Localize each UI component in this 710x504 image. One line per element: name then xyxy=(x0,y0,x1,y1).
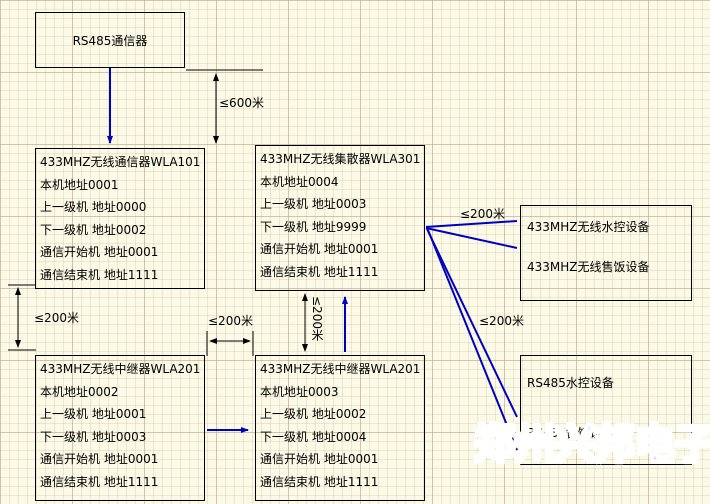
node-line: 本机地址0002 xyxy=(40,384,119,399)
node-line: 上一级机 地址0003 xyxy=(260,197,367,211)
node-line: 通信开始机 地址0001 xyxy=(260,242,379,256)
node-line: 下一级机 地址9999 xyxy=(260,219,367,234)
node-line: 通信结束机 地址1111 xyxy=(40,267,159,282)
node-line: 本机地址0001 xyxy=(40,177,119,192)
node-rs485-devices: RS485水控设备 RS485售饭设备 xyxy=(520,355,692,465)
distance-label-left-200m: ≤200米 xyxy=(34,311,79,325)
node-line: 通信结束机 地址1111 xyxy=(40,474,159,489)
node-line: 通信开始机 地址0001 xyxy=(40,245,159,259)
node-rs485-communicator: RS485通信器 xyxy=(35,12,185,68)
node-line: 下一级机 地址0003 xyxy=(40,429,147,444)
node-wla101: 433MHZ无线通信器WLA101 本机地址0001 上一级机 地址0000 下… xyxy=(35,148,205,289)
node-line: 通信结束机 地址1111 xyxy=(260,474,379,489)
node-wireless-devices: 433MHZ无线水控设备 433MHZ无线售饭设备 xyxy=(520,205,692,301)
link-wla301-to-wireless-pos-device xyxy=(425,227,518,249)
distance-label-right-upper-200m: ≤200米 xyxy=(460,207,505,221)
node-title: 433MHZ无线集散器WLA301 xyxy=(260,152,421,166)
node-title: RS485通信器 xyxy=(72,33,148,48)
node-line: 通信结束机 地址1111 xyxy=(260,264,379,279)
node-title: 433MHZ无线中继器WLA201 xyxy=(260,362,421,376)
node-wla201-left: 433MHZ无线中继器WLA201 本机地址0002 上一级机 地址0001 下… xyxy=(35,355,205,501)
node-line: RS485售饭设备 xyxy=(527,426,614,440)
node-wla301: 433MHZ无线集散器WLA301 本机地址0004 上一级机 地址0003 下… xyxy=(255,145,425,291)
node-line: RS485水控设备 xyxy=(527,376,614,390)
node-line: 下一级机 地址0002 xyxy=(40,222,147,237)
node-wla201-mid: 433MHZ无线中继器WLA201 本机地址0003 上一级机 地址0002 下… xyxy=(255,355,425,501)
distance-label-middle-200m: ≤200米 xyxy=(310,296,324,341)
node-line: 通信开始机 地址0001 xyxy=(40,452,159,466)
distance-label-bottom-200m: ≤200米 xyxy=(208,314,253,328)
node-title: 433MHZ无线通信器WLA101 xyxy=(40,155,201,169)
node-line: 通信开始机 地址0001 xyxy=(260,452,379,466)
node-title: 433MHZ无线中继器WLA201 xyxy=(40,362,201,376)
node-line: 上一级机 地址0002 xyxy=(260,407,367,421)
node-line: 本机地址0004 xyxy=(260,174,339,189)
distance-label-600m: ≤600米 xyxy=(219,96,264,110)
node-line: 上一级机 地址0000 xyxy=(40,200,147,214)
node-line: 本机地址0003 xyxy=(260,384,339,399)
node-line: 下一级机 地址0004 xyxy=(260,429,367,444)
distance-label-right-lower-200m: ≤200米 xyxy=(479,314,524,328)
node-line: 433MHZ无线水控设备 xyxy=(527,220,650,234)
node-line: 上一级机 地址0001 xyxy=(40,407,147,421)
node-line: 433MHZ无线售饭设备 xyxy=(527,260,650,274)
watermark-text: 郑州兴邦电子 xyxy=(473,419,710,469)
